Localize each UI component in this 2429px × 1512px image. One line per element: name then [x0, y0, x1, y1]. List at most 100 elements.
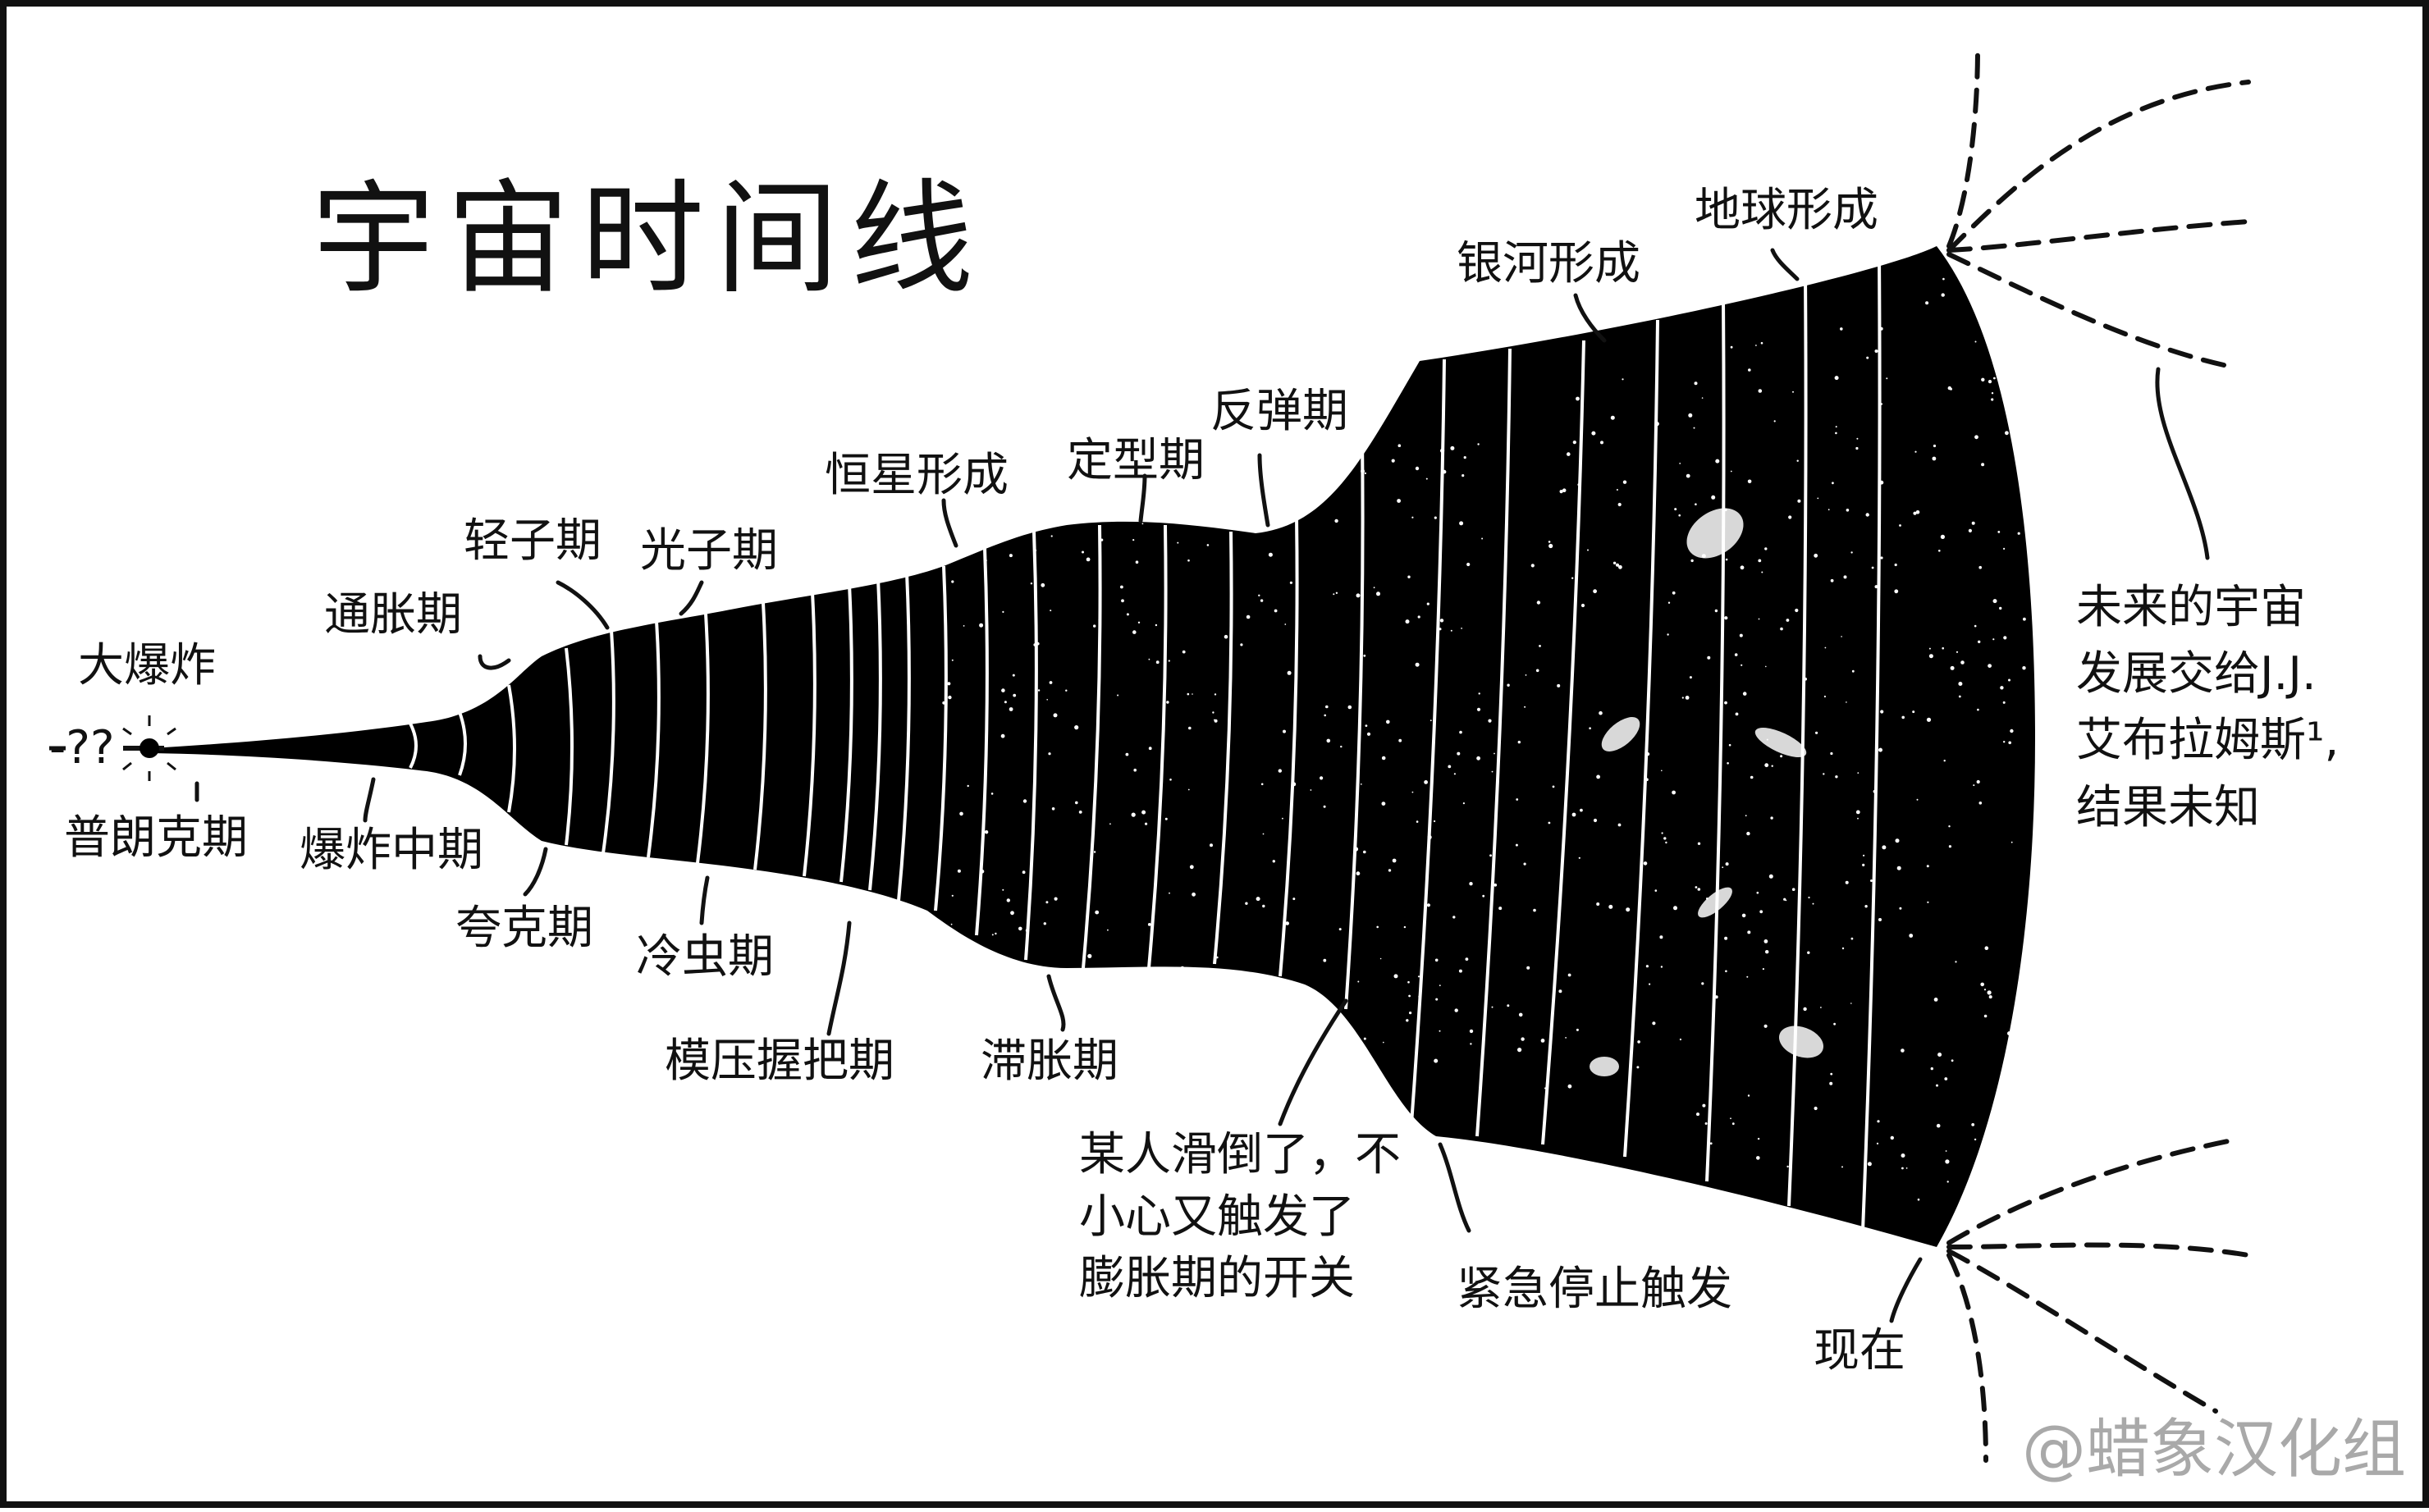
leader-earth: [1770, 248, 1800, 281]
star-dot: [1764, 547, 1768, 550]
star-dot: [1593, 589, 1597, 594]
star-dot: [1757, 1137, 1760, 1140]
star-dot: [1363, 850, 1366, 854]
star-dot: [1403, 925, 1407, 929]
star-dot: [1600, 441, 1603, 445]
star-dot: [1976, 306, 1980, 309]
star-dot: [1054, 897, 1058, 901]
star-dot: [1622, 378, 1624, 381]
star-dot: [1960, 660, 1965, 665]
star-dot: [1877, 1120, 1880, 1123]
star-dot: [1856, 437, 1859, 440]
star-dot: [1865, 513, 1869, 517]
leader-mid-bang: [363, 777, 376, 823]
star-dot: [1212, 711, 1214, 714]
star-dot: [1525, 674, 1527, 676]
star-dot: [1450, 445, 1455, 450]
star-dot: [2002, 701, 2006, 704]
slip-line-2: 小心又触发了: [1079, 1190, 1355, 1244]
star-dot: [1481, 537, 1484, 540]
star-dot: [1131, 812, 1136, 817]
star-dot: [1707, 656, 1711, 660]
galaxy-clusters: [1590, 508, 1824, 1076]
star-dot: [1654, 422, 1659, 427]
star-dot: [1376, 925, 1379, 929]
star-dot: [1873, 789, 1877, 793]
star-dot: [1926, 865, 1929, 868]
star-dot: [1075, 801, 1078, 805]
star-dot: [1988, 380, 1992, 384]
star-dot: [950, 923, 953, 925]
star-dot: [1741, 913, 1746, 918]
star-dot: [1901, 715, 1905, 719]
label-shaping: 定型期: [1067, 434, 1205, 487]
star-dot: [1098, 619, 1100, 620]
star-dot: [1120, 585, 1123, 589]
star-dot: [1022, 870, 1026, 875]
star-dot: [1188, 726, 1192, 730]
page-title: 宇宙时间线: [312, 168, 986, 311]
star-dot: [951, 580, 954, 583]
star-dot: [1177, 541, 1179, 544]
galaxy-spiral-6: [1590, 1057, 1619, 1076]
star-dot: [1797, 499, 1801, 503]
star-dot: [967, 784, 969, 788]
star-dot: [1955, 961, 1957, 963]
star-dot: [1323, 805, 1326, 808]
star-dot: [1458, 969, 1462, 973]
star-dot: [1768, 874, 1773, 879]
star-dot: [1053, 713, 1058, 718]
star-dot: [1933, 444, 1937, 448]
star-dot: [1958, 695, 1961, 698]
star-dot: [1169, 779, 1172, 781]
star-dot: [1770, 816, 1773, 820]
star-dot: [1164, 651, 1166, 652]
star-dot: [1133, 768, 1137, 772]
star-dot: [1724, 616, 1728, 620]
star-dot: [951, 659, 954, 661]
star-dot: [1612, 561, 1617, 564]
star-dot: [1224, 634, 1228, 639]
star-dot: [2004, 1075, 2008, 1079]
star-dot: [1803, 1007, 1807, 1012]
star-dot: [1948, 845, 1951, 848]
era-band-line: [868, 578, 882, 891]
era-band-line: [565, 647, 574, 846]
star-dot: [1454, 1008, 1458, 1012]
era-band-line: [839, 583, 853, 883]
era-band-line: [458, 711, 467, 776]
star-dot: [1587, 549, 1589, 551]
star-dot: [1440, 448, 1445, 454]
star-dot: [1353, 847, 1359, 852]
leader-handshake: [826, 920, 852, 1036]
star-dot: [1974, 340, 1977, 343]
star-dot: [1991, 392, 1994, 395]
star-dot: [1093, 851, 1096, 853]
star-dot: [1046, 699, 1048, 701]
star-dot: [1773, 420, 1776, 423]
star-dot: [1507, 1004, 1510, 1007]
star-dot: [1814, 1106, 1818, 1111]
star-dot: [1878, 747, 1882, 752]
star-dot: [1758, 559, 1762, 563]
star-dot: [1915, 510, 1920, 514]
star-dot: [1417, 975, 1420, 978]
star-dot: [1409, 1012, 1412, 1015]
star-dot: [1050, 535, 1053, 537]
star-dot: [1018, 926, 1022, 931]
star-dot: [1678, 514, 1681, 517]
star-dot: [1946, 1181, 1949, 1183]
era-band-line: [1541, 340, 1585, 1145]
star-dot: [1192, 693, 1193, 695]
star-dot: [1637, 1040, 1640, 1044]
star-dot: [2010, 1177, 2013, 1181]
star-dot: [1645, 965, 1649, 968]
star-dot: [1652, 1021, 1656, 1026]
star-dot: [1983, 1014, 1988, 1018]
star-dot: [1830, 578, 1834, 582]
star-dot: [1722, 866, 1724, 869]
star-dot: [1557, 683, 1561, 687]
star-dot: [1667, 633, 1669, 636]
star-dot: [1636, 1066, 1640, 1069]
star-dot: [1376, 592, 1380, 596]
